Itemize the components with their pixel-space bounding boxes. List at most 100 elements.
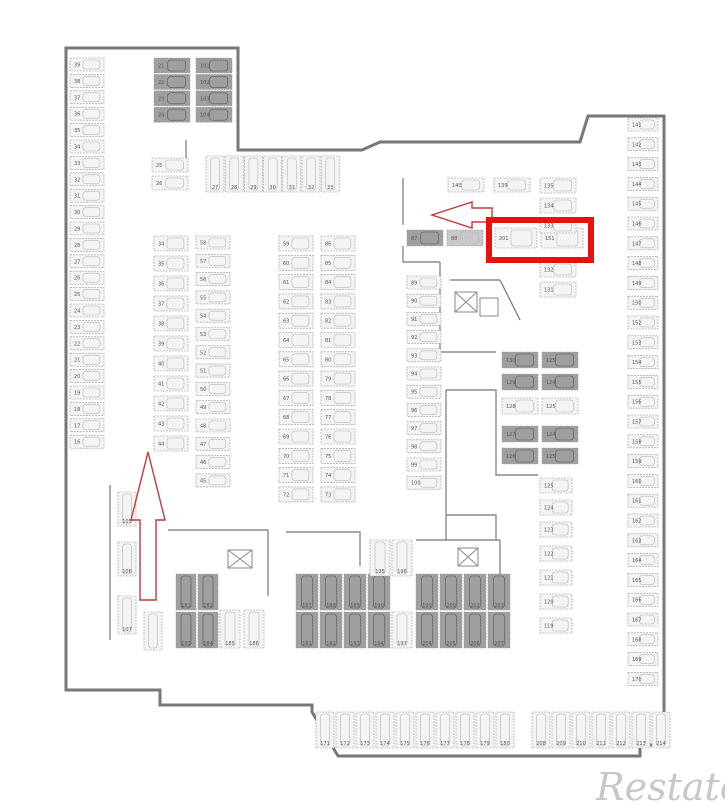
spot-number: 158 <box>632 439 642 445</box>
parking-spot: 44 <box>153 435 189 452</box>
car-icon <box>325 157 336 191</box>
parking-spot: 180 <box>495 711 515 749</box>
parking-spot: 102 <box>195 74 233 90</box>
spot-outline <box>406 229 444 247</box>
spot-number: 57 <box>200 259 206 265</box>
spot-number: 125 <box>546 454 556 460</box>
spot-outline <box>541 397 579 415</box>
spot-outline <box>320 428 356 445</box>
parking-spot: 50 <box>195 382 231 396</box>
parking-spot: 124 <box>541 425 579 443</box>
spot-outline <box>627 474 659 488</box>
spot-number: 127 <box>506 432 516 438</box>
spot-number: 197 <box>397 641 407 647</box>
spot-number: 23 <box>158 96 164 102</box>
car-icon <box>374 541 386 575</box>
spot-number: 32 <box>74 177 80 183</box>
spot-outline <box>278 428 314 445</box>
car-icon <box>291 372 310 385</box>
parking-spot: 197 <box>391 611 413 649</box>
car-icon <box>208 329 227 339</box>
parking-spot: 100 <box>406 475 442 490</box>
car-icon <box>419 332 438 342</box>
spot-number: 169 <box>632 657 642 663</box>
spot-outline <box>627 375 659 389</box>
parking-spot: 82 <box>320 312 356 329</box>
parking-spot: 125 <box>539 477 573 494</box>
car-icon <box>556 713 566 747</box>
spot-number: 148 <box>632 261 642 267</box>
spot-number: 75 <box>325 454 331 460</box>
car-icon <box>333 334 352 346</box>
car-icon <box>208 457 227 467</box>
spot-number: 20 <box>74 374 80 380</box>
spot-outline <box>69 221 105 236</box>
parking-spot: 21 <box>153 57 191 74</box>
spot-number: 17 <box>74 423 80 429</box>
parking-spot: 35 <box>153 255 189 272</box>
spot-outline <box>153 395 189 412</box>
car-icon <box>555 399 574 413</box>
car-icon <box>208 384 227 394</box>
spot-number: 76 <box>325 435 331 441</box>
spot-number: 82 <box>325 319 331 325</box>
parking-spot: 88 <box>446 229 484 247</box>
parking-spot: 126 <box>501 447 539 465</box>
spot-outline <box>195 272 231 286</box>
car-icon <box>291 334 310 346</box>
car-icon <box>639 515 655 526</box>
spot-outline <box>627 513 659 528</box>
spot-outline <box>627 592 659 607</box>
parking-spot: 27 <box>69 254 105 269</box>
spot-outline <box>195 308 231 323</box>
spot-number: 145 <box>632 202 642 208</box>
spot-number: 123 <box>544 528 554 534</box>
car-icon <box>122 543 132 575</box>
parking-spot: 16 <box>69 434 105 449</box>
car-icon <box>122 493 132 525</box>
car-icon <box>82 174 101 185</box>
spot-number: 51 <box>200 369 206 375</box>
parking-spot: 194 <box>367 611 391 649</box>
spot-number: 87 <box>411 236 417 242</box>
spot-number: 121 <box>544 576 554 582</box>
spot-outline <box>69 369 105 383</box>
car-icon <box>291 430 310 443</box>
spot-number: 24 <box>158 113 164 119</box>
spot-outline <box>195 345 231 360</box>
car-icon <box>208 365 227 376</box>
spot-outline <box>627 672 659 686</box>
spot-outline <box>69 254 105 269</box>
car-icon <box>493 575 505 609</box>
car-icon <box>421 613 433 647</box>
car-icon <box>639 317 655 328</box>
car-icon <box>291 276 310 288</box>
spot-outline <box>406 439 442 454</box>
spot-outline <box>320 312 356 329</box>
spot-number: 26 <box>74 276 80 282</box>
spot-number: 97 <box>411 426 417 432</box>
parking-spot: 91 <box>406 312 442 326</box>
car-icon <box>469 575 481 609</box>
spot-number: 172 <box>340 741 350 747</box>
parking-spot: 188 <box>319 573 343 611</box>
spot-outline <box>406 312 442 326</box>
parking-spot: 124 <box>539 499 573 516</box>
parking-spot: 99 <box>406 457 442 472</box>
car-icon <box>291 411 310 424</box>
spot-number: 128 <box>506 404 516 410</box>
car-icon <box>210 157 220 191</box>
spot-number: 36 <box>158 282 164 288</box>
parking-spot: 45 <box>195 473 231 488</box>
parking-spot: 184 <box>197 611 219 649</box>
parking-spot: 181 <box>175 573 197 611</box>
parking-spot: 48 <box>195 418 231 433</box>
car-icon <box>208 475 227 486</box>
car-icon <box>82 141 101 152</box>
spot-number: 207 <box>494 641 504 647</box>
parking-spot: 40 <box>153 355 189 372</box>
spot-outline <box>627 612 659 627</box>
spot-outline <box>278 409 314 426</box>
spot-number: 85 <box>325 261 331 267</box>
car-icon <box>208 274 227 284</box>
